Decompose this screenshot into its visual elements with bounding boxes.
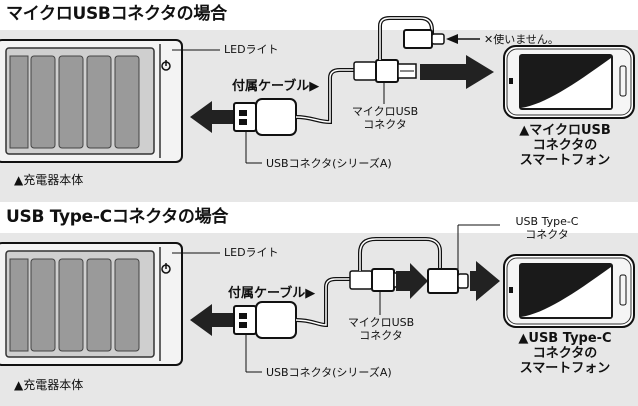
usb-a-plug bbox=[233, 301, 297, 373]
battery-cell bbox=[58, 258, 84, 352]
micro-usb-plug bbox=[353, 59, 417, 104]
left-arrow-icon bbox=[190, 101, 238, 133]
micro-connector-label: マイクロUSB コネクタ bbox=[351, 105, 419, 131]
type-c-adapter bbox=[427, 224, 500, 294]
charger-body bbox=[0, 39, 220, 163]
battery-cell bbox=[58, 55, 84, 149]
micro-connector-label: マイクロUSB コネクタ bbox=[347, 316, 415, 342]
type-c-panel: USB Type-Cコネクタの場合 bbox=[0, 203, 638, 406]
charger-body bbox=[0, 242, 220, 366]
micro-usb-heading: マイクロUSBコネクタの場合 bbox=[6, 4, 227, 24]
battery-cell bbox=[114, 55, 140, 149]
phone-caption: ▲マイクロUSB コネクタの スマートフォン bbox=[519, 123, 611, 168]
micro-usb-panel: マイクロUSBコネクタの場合 bbox=[0, 0, 638, 202]
led-light-label: LEDライト bbox=[224, 246, 279, 259]
right-arrow-icon bbox=[470, 261, 500, 301]
battery-cell bbox=[30, 55, 56, 149]
usb-a-connector-label: USBコネクタ(シリーズA) bbox=[266, 157, 392, 170]
phone-caption: ▲USB Type-C コネクタの スマートフォン bbox=[518, 331, 612, 376]
battery-cell bbox=[86, 258, 112, 352]
battery-cell bbox=[9, 55, 29, 149]
smartphone bbox=[503, 45, 635, 119]
usb-a-connector-label: USBコネクタ(シリーズA) bbox=[266, 366, 392, 379]
micro-usb-illustration bbox=[0, 16, 635, 164]
led-light-label: LEDライト bbox=[224, 43, 279, 56]
smartphone bbox=[503, 254, 635, 328]
left-arrow-icon bbox=[190, 304, 238, 336]
type-c-heading: USB Type-Cコネクタの場合 bbox=[6, 207, 229, 227]
right-arrow-icon bbox=[420, 55, 494, 89]
battery-cell bbox=[9, 258, 29, 352]
battery-cell bbox=[30, 258, 56, 352]
right-arrow-icon bbox=[396, 263, 428, 299]
battery-cell bbox=[86, 55, 112, 149]
cable-label: 付属ケーブル▶ bbox=[232, 79, 320, 94]
type-c-illustration bbox=[0, 224, 635, 373]
cable-label: 付属ケーブル▶ bbox=[228, 286, 316, 301]
usb-a-plug bbox=[233, 98, 297, 164]
not-used-label: ✕使いません。 bbox=[484, 33, 559, 46]
type-c-connector-label: USB Type-C コネクタ bbox=[515, 215, 579, 241]
battery-cell bbox=[114, 258, 140, 352]
charger-body-label: ▲充電器本体 bbox=[14, 173, 84, 187]
type-c-adapter bbox=[403, 29, 480, 49]
charger-body-label: ▲充電器本体 bbox=[14, 378, 84, 392]
